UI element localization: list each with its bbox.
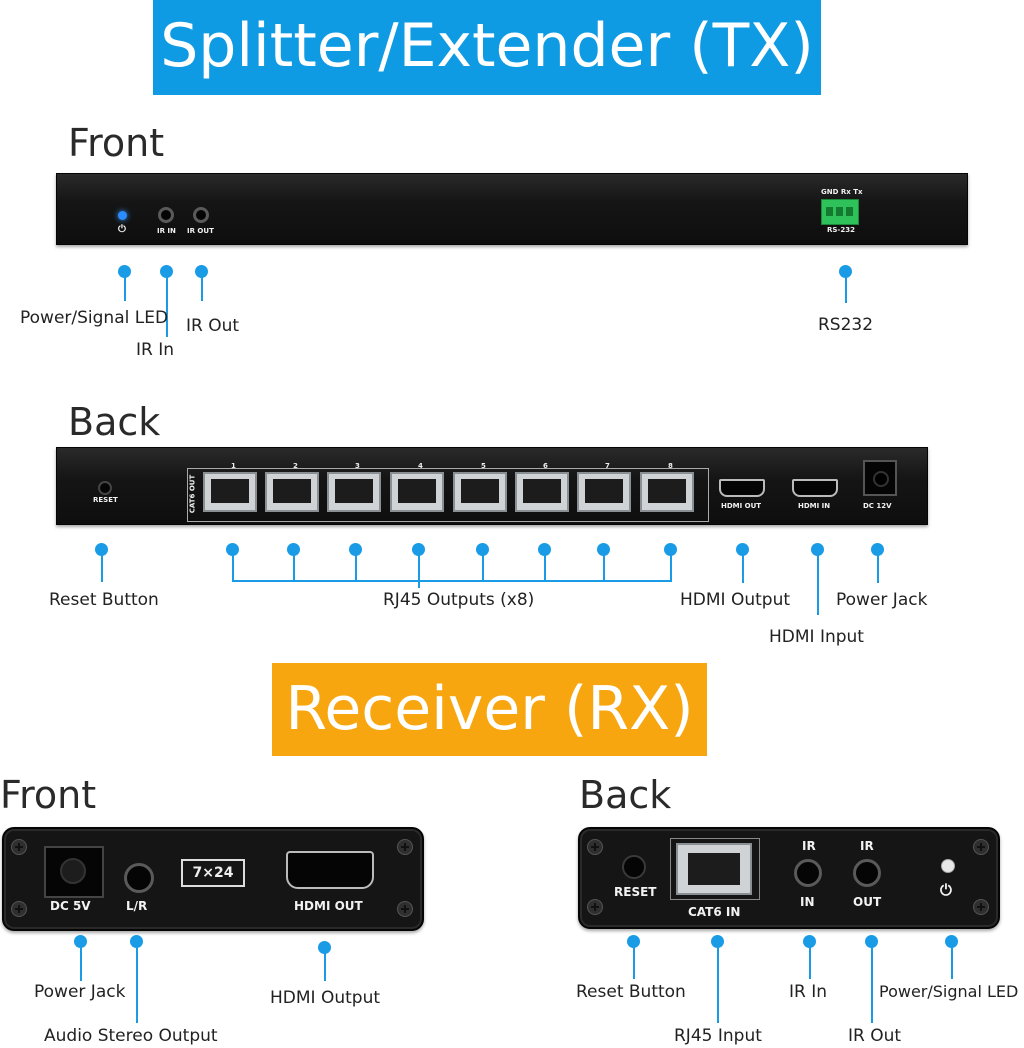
ir-in-callout: IR In	[136, 340, 175, 360]
cat6-in-frame	[670, 838, 760, 900]
hdmi-output-callout: HDMI Output	[680, 590, 791, 610]
rx-ir-in-jack	[794, 859, 822, 887]
tx-front-heading: Front	[68, 121, 165, 165]
hdmi-out-port	[286, 851, 374, 889]
ir-out-top-label: IR	[860, 839, 874, 853]
audio-callout: Audio Stereo Output	[44, 1026, 218, 1046]
ir-out-jack	[193, 207, 209, 223]
screw-icon	[973, 899, 989, 915]
dc-5v-device-label: DC 5V	[50, 899, 91, 913]
rx-front-panel: DC 5V L/R 7×24 HDMI OUT	[2, 827, 424, 931]
tx-back-heading: Back	[68, 400, 161, 444]
tx-front-panel: ⏻ IR IN IR OUT GND Rx Tx RS-232	[56, 173, 968, 245]
rs232-pins-label: GND Rx Tx	[821, 188, 863, 196]
dc-5v-jack	[44, 846, 104, 898]
screw-icon	[397, 839, 413, 855]
rx-power-led-callout: Power/Signal LED	[879, 982, 1019, 1001]
cat6-out-group	[187, 468, 709, 522]
rx-power-led-icon	[941, 859, 955, 873]
screw-icon	[587, 899, 603, 915]
rx-back-heading: Back	[579, 773, 672, 817]
dc-12v-device-label: DC 12V	[863, 502, 892, 510]
port-number: 4	[418, 462, 423, 470]
screw-icon	[973, 839, 989, 855]
rj45-port-5	[453, 472, 507, 512]
power-led-icon	[118, 211, 127, 220]
rx-ir-out-jack	[853, 859, 881, 887]
rj45-port-3	[327, 472, 381, 512]
hdmi-out-device-label: HDMI OUT	[294, 899, 363, 913]
port-number: 2	[293, 462, 298, 470]
cat6-in-device-label: CAT6 IN	[688, 905, 741, 919]
hdmi-in-device-label: HDMI IN	[798, 502, 831, 510]
port-number: 3	[355, 462, 360, 470]
screw-icon	[11, 839, 27, 855]
rj45-port-2	[265, 472, 319, 512]
tx-back-panel: RESET CAT6 OUT 1 2 3 4 5 6 7 8 HDMI OUT …	[56, 447, 928, 525]
tx-title-banner: Splitter/Extender (TX)	[153, 0, 821, 95]
rx-rj45-callout: RJ45 Input	[674, 1026, 762, 1046]
port-number: 7	[605, 462, 610, 470]
ir-out-device-label: IR OUT	[187, 227, 214, 235]
port-number: 6	[543, 462, 548, 470]
hdmi-input-callout: HDMI Input	[769, 627, 864, 647]
rx-hdmi-output-callout: HDMI Output	[270, 988, 381, 1008]
rx-ir-in-callout: IR In	[789, 982, 828, 1002]
rx-power-jack-callout: Power Jack	[34, 982, 126, 1002]
ir-in-bottom-label: IN	[800, 895, 815, 909]
dc-12v-jack	[863, 460, 897, 496]
rj45-input-port	[676, 843, 752, 895]
rx-power-symbol-icon: ⏻	[940, 881, 952, 899]
rj45-port-7	[577, 472, 631, 512]
cat6-out-device-label: CAT6 OUT	[188, 474, 197, 514]
hdmi-out-port	[719, 479, 765, 497]
reset-device-label: RESET	[93, 496, 118, 504]
rs232-callout: RS232	[818, 315, 874, 335]
rx-back-panel: RESET CAT6 IN IR IN IR OUT ⏻	[578, 827, 1000, 929]
reset-callout: Reset Button	[49, 590, 159, 610]
ir-out-bottom-label: OUT	[853, 895, 882, 909]
ir-out-callout: IR Out	[186, 316, 240, 336]
ir-in-top-label: IR	[802, 839, 816, 853]
rx-ir-out-callout: IR Out	[848, 1026, 902, 1046]
rx-title-banner: Receiver (RX)	[272, 663, 707, 756]
hdmi-out-device-label: HDMI OUT	[721, 502, 762, 510]
port-number: 8	[668, 462, 673, 470]
power-led-callout: Power/Signal LED	[20, 308, 169, 328]
rx-front-heading: Front	[0, 773, 97, 817]
lr-device-label: L/R	[126, 899, 148, 913]
power-jack-callout: Power Jack	[836, 590, 928, 610]
rj45-port-1	[203, 472, 257, 512]
rs232-device-label: RS-232	[827, 226, 855, 234]
power-symbol-icon: ⏻	[118, 224, 126, 235]
audio-lr-jack	[124, 863, 154, 893]
screw-icon	[11, 901, 27, 917]
port-number: 5	[481, 462, 486, 470]
screw-icon	[397, 901, 413, 917]
reset-button-icon	[622, 855, 646, 879]
rx-reset-device-label: RESET	[614, 885, 657, 899]
rx-reset-callout: Reset Button	[576, 982, 686, 1002]
ir-in-jack	[158, 207, 174, 223]
port-number: 1	[231, 462, 236, 470]
ir-in-device-label: IR IN	[157, 227, 176, 235]
rj45-port-4	[390, 472, 444, 512]
brand-logo: 7×24	[181, 859, 245, 887]
reset-button-icon	[98, 481, 112, 495]
rj45-port-6	[515, 472, 569, 512]
rj45-port-8	[640, 472, 694, 512]
rj45-callout: RJ45 Outputs (x8)	[383, 590, 535, 610]
screw-icon	[587, 839, 603, 855]
rs232-terminal-block	[821, 199, 859, 225]
hdmi-in-port	[792, 479, 838, 497]
